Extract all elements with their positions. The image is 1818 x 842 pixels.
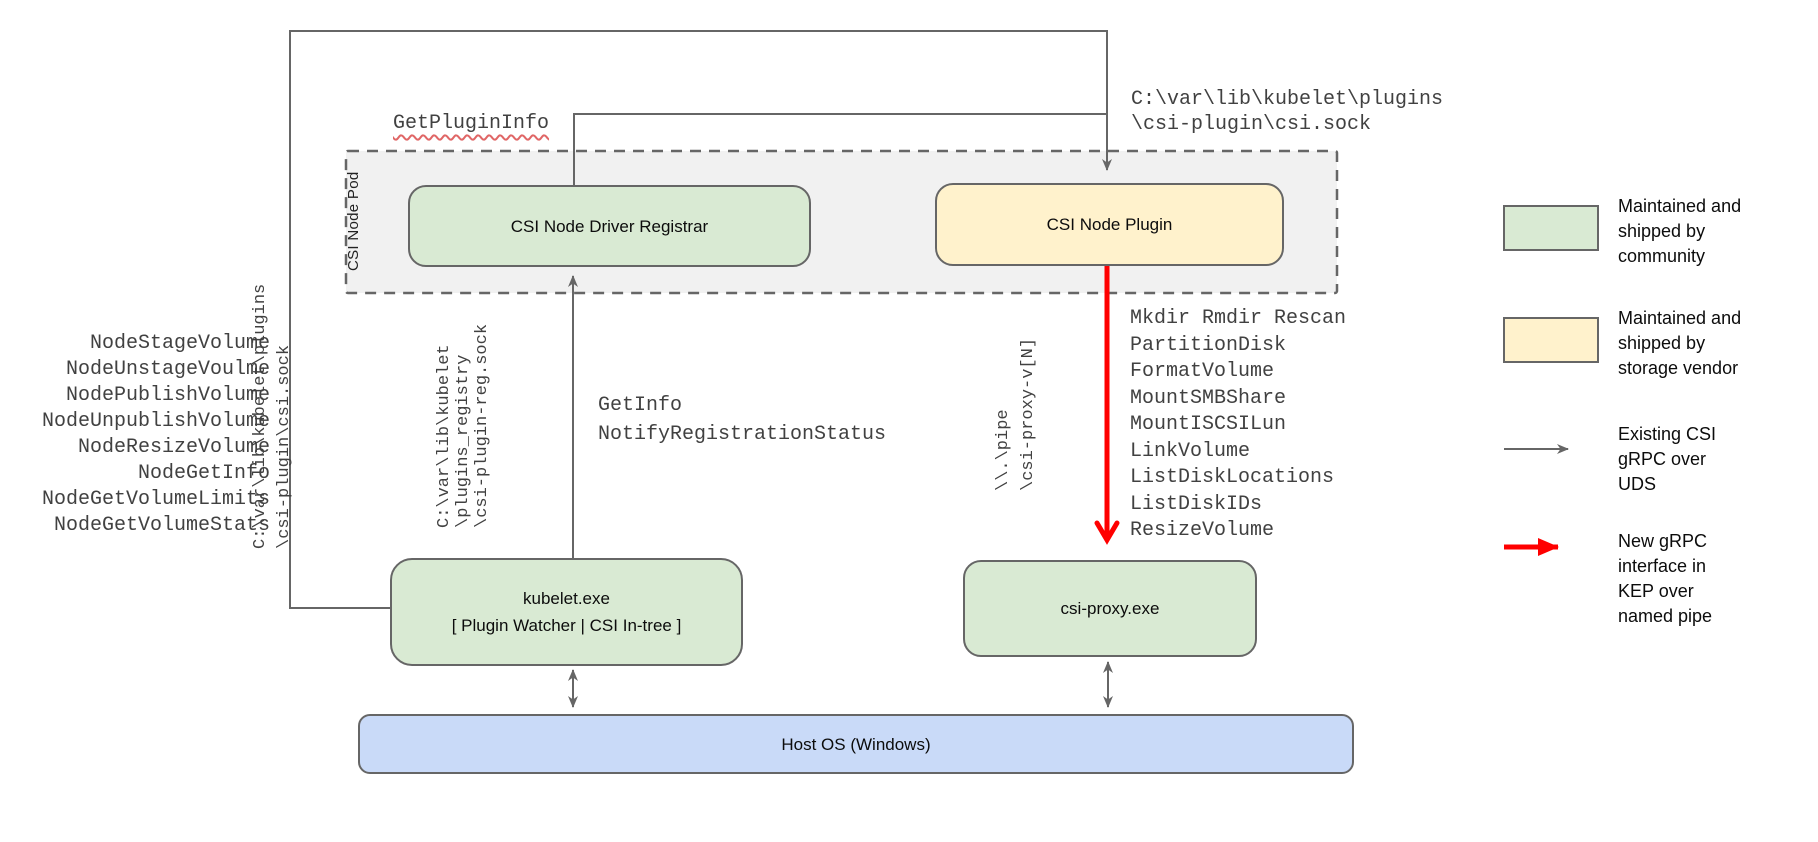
kubelet-to-plugin-uds-connector [289,30,1112,609]
node-method: NodeUnpublishVolume [41,410,270,433]
named-pipe-path-label: \\.\pipe \csi-proxy-v[N] [994,337,1038,491]
proxy-method: FormatVolume [1130,360,1275,383]
proxy-method: MountSMBShare [1130,386,1287,410]
legend-vendor-label: Maintained and shipped by storage vendor [1618,308,1742,378]
legend-existing-grpc-label: Existing CSI gRPC over UDS [1618,424,1717,494]
node-method: NodeStageVolume [89,332,270,355]
host-os-box: Host OS (Windows) [358,714,1354,774]
node-methods-list: NodeStageVolume NodeUnstageVoulme NodePu… [28,331,270,539]
legend-community-swatch [1503,205,1599,251]
legend-community-label: Maintained and shipped by community [1618,196,1742,266]
node-method: NodeUnstageVoulme [65,358,270,381]
registrar-getplugininfo-connector [573,113,1106,186]
get-plugin-info-label: GetPluginInfo [393,112,550,135]
node-method: NodeResizeVolume [77,436,270,459]
csi-proxy-box: csi-proxy.exe [963,560,1257,657]
proxy-method: ResizeVolume [1130,519,1275,542]
legend-new-grpc-label: New gRPC interface in KEP over named pip… [1618,531,1713,626]
proxy-methods-list: Mkdir Rmdir Rescan PartitionDisk FormatV… [1130,306,1346,545]
kubelet-box: kubelet.exe [ Plugin Watcher | CSI In-tr… [390,558,743,666]
node-method: NodePublishVolume [65,384,270,407]
proxy-method: LinkVolume [1130,439,1251,463]
node-method: NodeGetVolumeStats [53,514,270,537]
legend-vendor-swatch [1503,317,1599,363]
csi-node-driver-registrar-box: CSI Node Driver Registrar [408,185,811,267]
registration-socket-path-label: C:\var\lib\kubelet \plugins_registry \cs… [435,323,492,528]
registration-calls-label: GetInfo NotifyRegistrationStatus [598,394,887,446]
plugin-socket-path-label: C:\var\lib\kubelet\plugins \csi-plugin\c… [1131,88,1444,136]
proxy-method: MountISCSILun [1130,413,1287,436]
csi-node-pod-label: CSI Node Pod [345,171,362,272]
proxy-method: PartitionDisk [1130,333,1287,357]
node-method: NodeGetInfo [137,462,270,485]
csi-node-plugin-box: CSI Node Plugin [935,183,1284,266]
proxy-method: ListDiskLocations [1130,466,1335,489]
proxy-method: Mkdir Rmdir Rescan [1130,307,1347,330]
proxy-method: ListDiskIDs [1130,492,1263,516]
node-method: NodeGetVolumeLimits [41,488,270,511]
